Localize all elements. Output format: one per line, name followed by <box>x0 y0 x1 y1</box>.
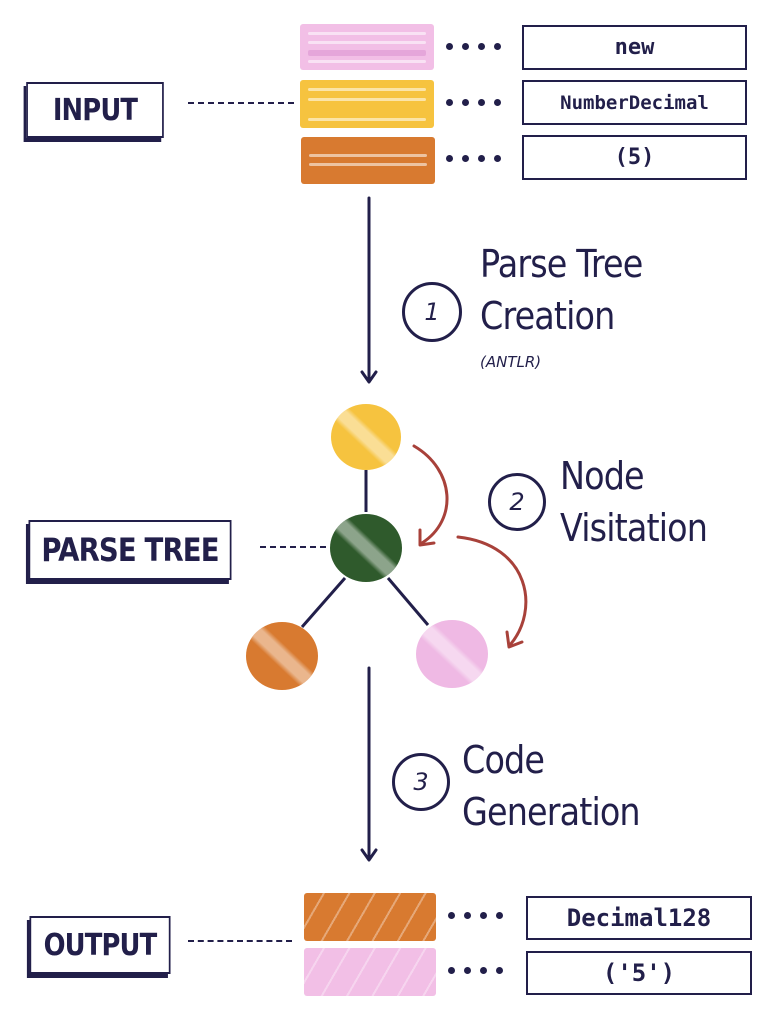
output-token-bar-pink <box>304 948 436 996</box>
output-token-value: ('5') <box>526 951 752 995</box>
output-token-bar-orange <box>304 893 436 941</box>
step-1-badge: 1 <box>402 282 462 342</box>
parse-tree-label: PARSE TREE <box>28 520 232 580</box>
tree-node-right-leaf <box>416 620 488 688</box>
output-label: OUTPUT <box>29 916 171 974</box>
input-dots-2 <box>446 99 501 106</box>
tree-node-left-leaf <box>246 622 318 690</box>
output-dots-1 <box>448 912 503 919</box>
output-connector <box>188 940 292 942</box>
tree-node-root <box>331 404 401 470</box>
visitation-arrow-1 <box>412 444 449 545</box>
tree-edge-middle-right <box>386 577 430 626</box>
visitation-arrow-2-head <box>505 630 524 649</box>
input-token-bar-pink <box>300 24 434 70</box>
arrow-head-3 <box>360 848 378 862</box>
input-token-value: NumberDecimal <box>522 80 747 125</box>
step-1-note: (ANTLR) <box>480 353 542 371</box>
step-3-badge: 3 <box>392 753 450 811</box>
input-connector <box>188 102 294 104</box>
input-dots-1 <box>446 43 501 50</box>
input-dots-3 <box>446 155 501 162</box>
visitation-arrow-2 <box>456 535 528 647</box>
arrow-head-1 <box>360 370 378 384</box>
step-1-title: Parse Tree Creation <box>480 242 643 338</box>
visitation-arrow-1-head <box>418 528 436 547</box>
input-token-bar-yellow <box>300 80 434 128</box>
input-label: INPUT <box>26 82 164 138</box>
tree-node-middle <box>330 514 402 582</box>
input-token-value: (5) <box>522 135 747 180</box>
step-3-title: Code Generation <box>462 738 641 834</box>
output-dots-2 <box>448 967 503 974</box>
output-token-value: Decimal128 <box>526 896 752 940</box>
parse-tree-connector <box>260 546 326 548</box>
input-token-value: new <box>522 25 747 70</box>
tree-edge-middle-left <box>300 577 347 628</box>
step-2-badge: 2 <box>488 473 546 531</box>
input-token-bar-orange <box>301 137 435 184</box>
step-2-title: Node Visitation <box>560 454 708 550</box>
